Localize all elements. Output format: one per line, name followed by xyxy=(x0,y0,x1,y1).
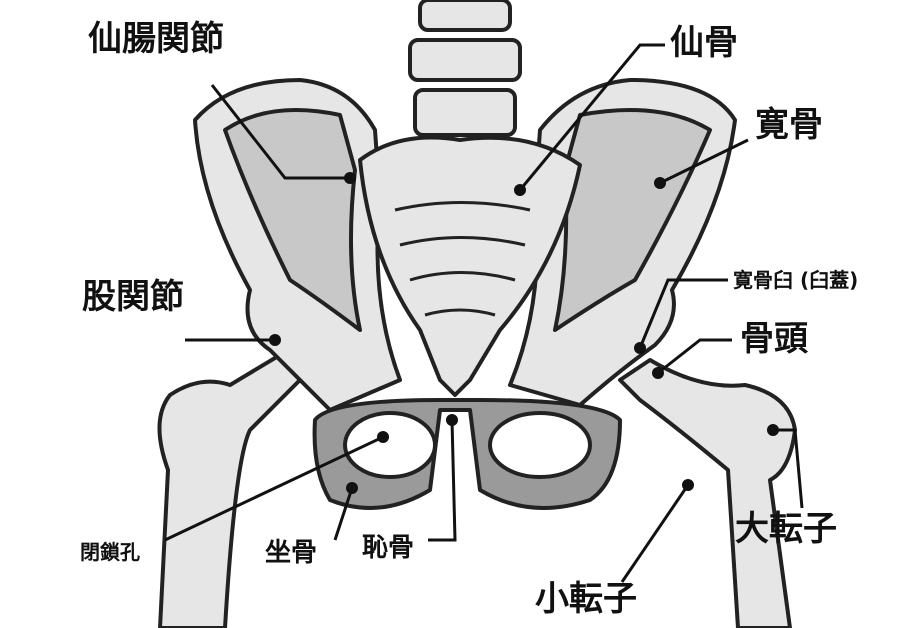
marker-dot xyxy=(514,184,526,196)
label-greater-trochanter: 大転子 xyxy=(735,509,837,549)
marker-dot xyxy=(767,424,779,436)
marker-dot xyxy=(269,334,281,346)
marker-dot xyxy=(344,172,356,184)
left-femur xyxy=(157,353,302,628)
label-ischium: 坐骨 xyxy=(265,538,318,568)
label-acetabulum: 寛骨臼 (臼蓋) xyxy=(733,268,859,292)
label-obturator-foramen: 閉鎖孔 xyxy=(80,540,140,564)
vertebra xyxy=(408,38,522,82)
marker-dot xyxy=(346,482,358,494)
marker-dot xyxy=(377,431,389,443)
label-lesser-trochanter: 小転子 xyxy=(535,579,637,619)
label-sacroiliac-joint: 仙腸関節 xyxy=(88,19,224,59)
left-obturator-foramen xyxy=(343,411,437,479)
right-ilium-inner xyxy=(553,108,712,332)
label-femoral-head: 骨頭 xyxy=(740,319,808,359)
marker-dot xyxy=(634,342,646,354)
right-obturator-foramen xyxy=(488,411,592,479)
left-ilium-inner xyxy=(223,108,362,332)
vertebra xyxy=(413,88,517,137)
label-sacrum: 仙骨 xyxy=(670,23,738,63)
marker-dot xyxy=(652,367,664,379)
vertebra xyxy=(418,0,512,32)
right-femur xyxy=(618,358,797,628)
marker-dot xyxy=(446,414,458,426)
sacrum-shape xyxy=(358,135,582,397)
marker-dot xyxy=(682,479,694,491)
marker-dot xyxy=(654,177,666,189)
label-pubis: 恥骨 xyxy=(362,533,415,563)
label-hip-bone: 寛骨 xyxy=(755,105,823,145)
label-hip-joint: 股関節 xyxy=(82,277,184,317)
